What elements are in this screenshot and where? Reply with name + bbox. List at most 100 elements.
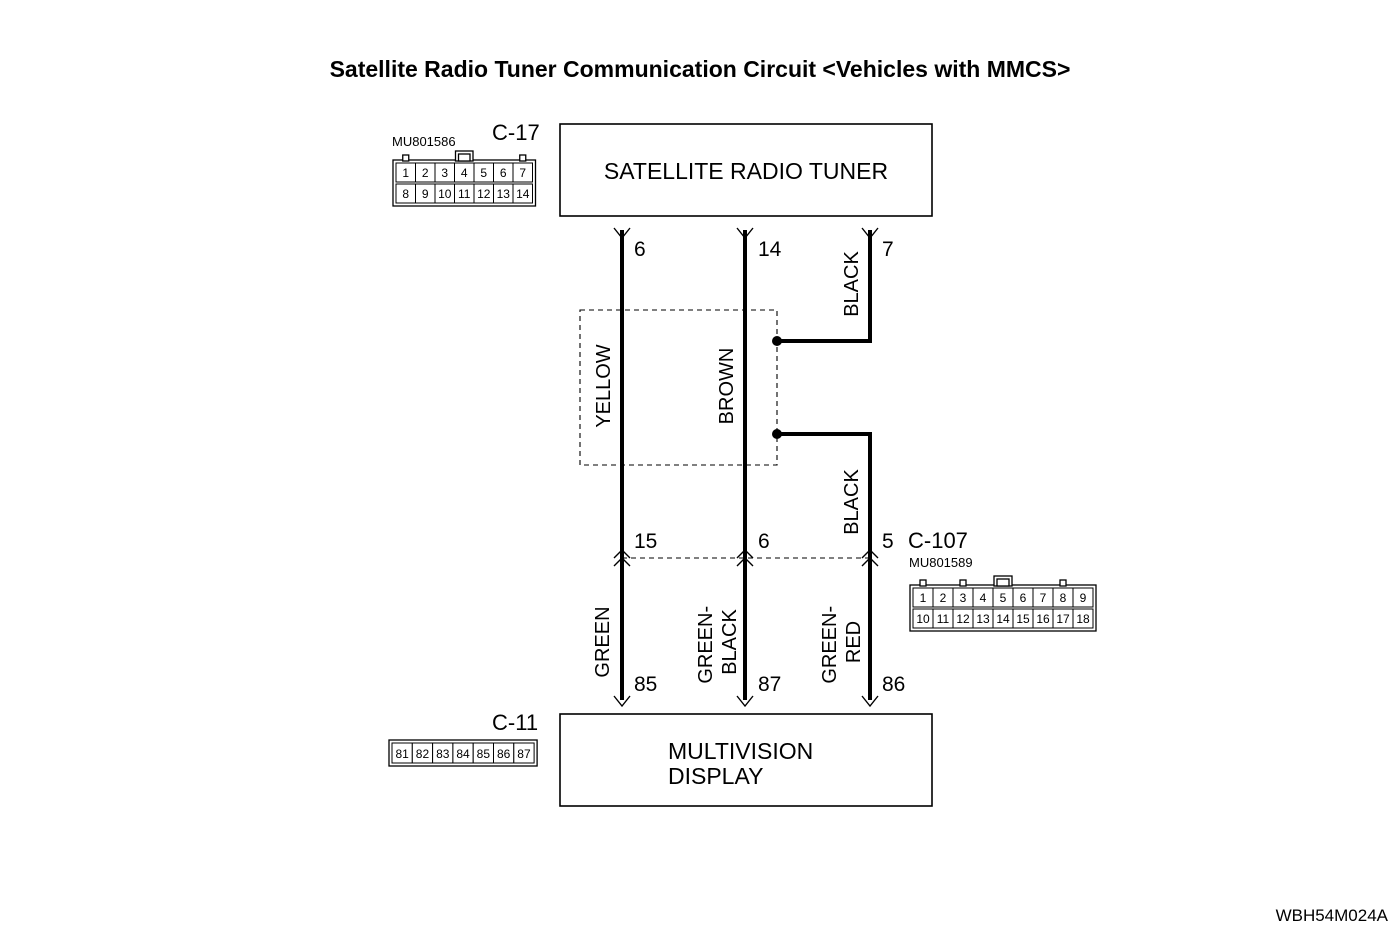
connector-cavity-number: 81 (395, 747, 409, 761)
wire-color-green-red: GREEN- RED (819, 600, 865, 683)
connector-cavity-number: 14 (996, 612, 1010, 626)
connector-cavity-number: 11 (937, 612, 950, 626)
connector-cavity (512, 183, 533, 204)
connector-cavity-number: 84 (456, 747, 470, 761)
connector-cavity-number: 7 (1040, 591, 1047, 605)
tuner-pin-6: 6 (634, 238, 646, 261)
tuner-pin-14: 14 (758, 238, 782, 261)
connector-cavity-number: 86 (497, 747, 511, 761)
inline-connector-mark (613, 557, 631, 567)
terminal-mark (736, 227, 754, 240)
connector-cavity-number: 83 (436, 747, 450, 761)
multivision-display-label-line2: DISPLAY (668, 763, 763, 789)
connector-cavity-number: 7 (519, 166, 526, 180)
shield-junction-dot-lower (772, 429, 782, 439)
connector-locating-tab (519, 154, 527, 162)
wire-color-black-lower: BLACK (841, 469, 863, 535)
connector-cavity-number: 4 (980, 591, 987, 605)
connector-locating-tab (402, 154, 410, 162)
connector-locating-tab (1059, 579, 1067, 587)
connector-locating-tab (959, 579, 967, 587)
connector-cavity-number: 10 (916, 612, 930, 626)
connector-cavity-number: 6 (1020, 591, 1027, 605)
wire-color-brown: BROWN (716, 348, 738, 425)
connector-cavity-number: 13 (976, 612, 990, 626)
connector-cavity-number: 14 (516, 187, 530, 201)
terminal-mark (736, 695, 754, 708)
terminal-mark (613, 227, 631, 240)
wire-color-green-black: GREEN- BLACK (695, 600, 741, 683)
connector-cavity (513, 742, 535, 764)
wire-color-green: GREEN (592, 606, 614, 677)
connector-c107-part-number: MU801589 (909, 555, 973, 570)
terminal-mark (613, 695, 631, 708)
multivision-display-box (559, 713, 933, 807)
display-pin-86: 86 (882, 673, 905, 696)
c107-pin-6: 6 (758, 530, 770, 553)
shield-dashed-box (579, 309, 778, 466)
connector-c11-name: C-11 (492, 710, 538, 735)
connector-c11-face: 81 82 83 84 85 86 87 (388, 739, 538, 767)
multivision-display-label-line1: MULTIVISION (668, 738, 813, 764)
connector-cavity-number: 85 (477, 747, 491, 761)
connector-locating-tab (919, 579, 927, 587)
connector-cavity-number: 17 (1056, 612, 1070, 626)
connector-cavity-number: 8 (402, 187, 409, 201)
satellite-radio-tuner-label: SATELLITE RADIO TUNER (604, 158, 888, 184)
wire-3-lower-line (777, 432, 872, 700)
connector-cavity-number: 3 (960, 591, 967, 605)
inline-connector-mark (613, 549, 631, 559)
satellite-radio-tuner-box (559, 123, 933, 217)
diagram-title: Satellite Radio Tuner Communication Circ… (330, 56, 1071, 82)
connector-key-tab (996, 578, 1010, 587)
connector-cavity-number: 10 (438, 187, 452, 201)
connector-cavity-number: 5 (480, 166, 487, 180)
connector-key-tab (457, 153, 471, 162)
connector-cavity-number: 15 (1016, 612, 1030, 626)
connector-cavity-number: 9 (1080, 591, 1087, 605)
connector-cavity-number: 4 (461, 166, 468, 180)
connector-cavity-number: 12 (477, 187, 491, 201)
connector-cavity-number: 2 (940, 591, 947, 605)
connector-c17-part-number: MU801586 (392, 134, 456, 149)
inline-connector-mark (861, 549, 879, 559)
tuner-pin-7: 7 (882, 238, 894, 261)
connector-cavity-number: 1 (402, 166, 409, 180)
connector-cavity-number: 5 (1000, 591, 1007, 605)
shield-junction-dot-upper (772, 336, 782, 346)
connector-cavity-number: 9 (422, 187, 429, 201)
connector-cavity-number: 2 (422, 166, 429, 180)
connector-cavity-number: 3 (441, 166, 448, 180)
connector-cavity-number: 1 (920, 591, 927, 605)
terminal-mark (861, 695, 879, 708)
connector-cavity-number: 18 (1076, 612, 1090, 626)
wire-color-black-upper: BLACK (841, 251, 863, 317)
connector-cavity-number: 6 (500, 166, 507, 180)
terminal-mark (861, 227, 879, 240)
connector-c17-name: C-17 (492, 120, 540, 145)
connector-cavity (512, 162, 533, 183)
wire-3-upper-line (777, 230, 872, 343)
connector-cavity-number: 11 (458, 187, 471, 201)
display-pin-87: 87 (758, 673, 781, 696)
connector-cavity (1072, 587, 1094, 608)
figure-reference-code: WBH54M024A (1276, 906, 1389, 925)
wire-color-yellow: YELLOW (593, 344, 615, 427)
connector-cavity-number: 13 (497, 187, 511, 201)
display-pin-85: 85 (634, 673, 657, 696)
inline-connector-mark (736, 549, 754, 559)
connector-cavity-number: 16 (1036, 612, 1050, 626)
connector-cavity-number: 87 (517, 747, 531, 761)
connector-cavity-number: 12 (956, 612, 970, 626)
c107-pin-15: 15 (634, 530, 657, 553)
inline-connector-mark (861, 557, 879, 567)
inline-connector-mark (736, 557, 754, 567)
c107-pin-5: 5 (882, 530, 894, 553)
connector-cavity-number: 8 (1060, 591, 1067, 605)
connector-cavity (1072, 608, 1094, 629)
connector-c107-name: C-107 (908, 528, 968, 553)
connector-cavity-number: 82 (416, 747, 430, 761)
